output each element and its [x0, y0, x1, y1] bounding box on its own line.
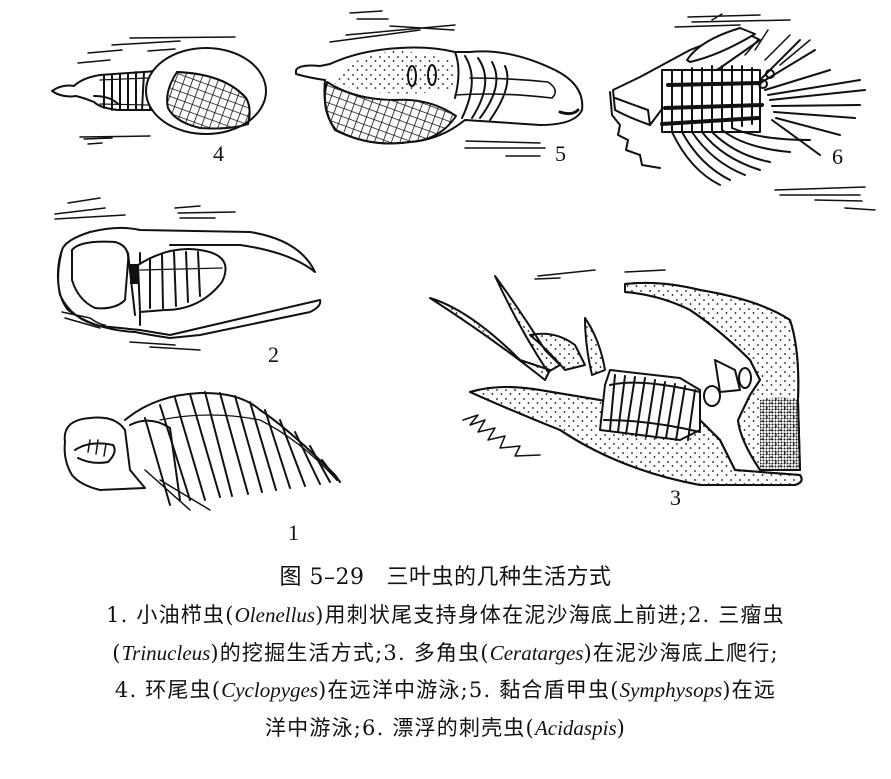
caption-text: 洋中游泳;6. 漂浮的刺壳虫(: [264, 715, 535, 740]
caption-line-4: 洋中游泳;6. 漂浮的刺壳虫(Acidaspis): [0, 710, 891, 748]
genus-name-symphysops: Symphysops: [619, 678, 723, 702]
trilobite-6-acidaspis: [609, 13, 876, 211]
trilobite-3-ceratarges: [429, 269, 803, 486]
panel-label-4: 4: [213, 141, 224, 166]
genus-name-ceratarges: Ceratarges: [489, 640, 584, 665]
caption-text: )在泥沙海底上爬行;: [583, 640, 779, 665]
caption-text: ): [616, 715, 627, 740]
panel-label-2: 2: [268, 342, 279, 367]
genus-name-acidaspis: Acidaspis: [534, 715, 617, 740]
trilobite-5-symphysops: [295, 10, 584, 157]
caption-text: (: [112, 640, 122, 665]
caption-line-2: (Trinucleus)的挖掘生活方式;3. 多角虫(Ceratarges)在泥…: [0, 635, 891, 673]
caption-line-1: 1. 小油栉虫(Olenellus)用刺状尾支持身体在泥沙海底上前进;2. 三瘤…: [0, 597, 891, 635]
caption-text: )用刺状尾支持身体在泥沙海底上前进;2. 三瘤虫: [315, 603, 785, 627]
panel-label-6: 6: [832, 144, 843, 169]
trilobite-1-olenellus: [63, 391, 341, 511]
figure-number: 图 5–29: [279, 565, 365, 590]
trilobite-illustration-figure: 4 5 6 2 1 3: [51, 10, 876, 545]
panel-label-1: 1: [288, 520, 299, 545]
trilobite-2-trinucleus: [54, 197, 322, 351]
caption-line-3: 4. 环尾虫(Cyclopyges)在远洋中游泳;5. 黏合盾甲虫(Symphy…: [0, 672, 891, 710]
figure-caption: 图 5–29 三叶虫的几种生活方式 1. 小油栉虫(Olenellus)用刺状尾支…: [0, 560, 891, 747]
caption-title: 图 5–29 三叶虫的几种生活方式: [0, 562, 891, 594]
figure-title: 三叶虫的几种生活方式: [386, 565, 612, 590]
genus-name-cyclopyges: Cyclopyges: [221, 678, 319, 702]
caption-text: )的挖掘生活方式;3. 多角虫(: [210, 640, 490, 665]
genus-name-olenellus: Olenellus: [234, 603, 316, 627]
caption-text: 1. 小油栉虫(: [106, 603, 235, 627]
genus-name-trinucleus: Trinucleus: [121, 640, 211, 665]
caption-text: )在远: [722, 678, 777, 702]
panel-label-3: 3: [670, 485, 681, 510]
trilobite-4-cyclopyges: [51, 36, 267, 145]
trilobite-drawings: [51, 10, 876, 511]
caption-body: 1. 小油栉虫(Olenellus)用刺状尾支持身体在泥沙海底上前进;2. 三瘤…: [0, 597, 891, 747]
panel-label-5: 5: [555, 141, 566, 166]
caption-text: )在远洋中游泳;5. 黏合盾甲虫(: [318, 678, 620, 702]
caption-text: 4. 环尾虫(: [114, 678, 222, 702]
